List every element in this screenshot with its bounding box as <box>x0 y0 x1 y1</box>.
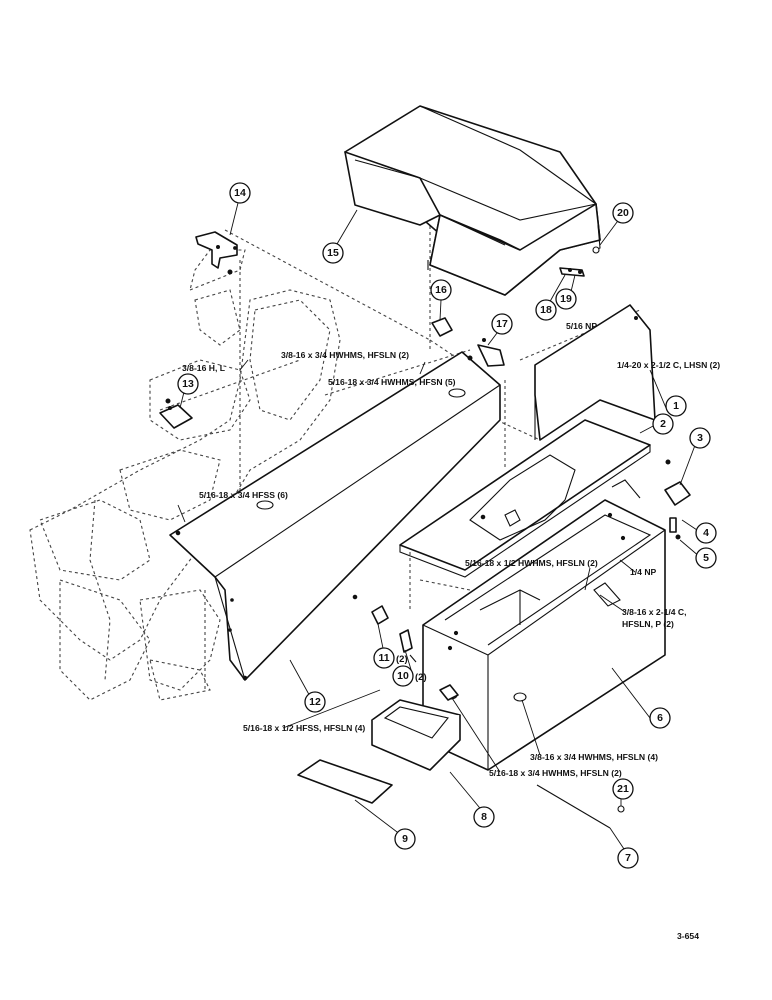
tray-plate-2 <box>399 419 651 578</box>
rod-7 <box>536 784 625 829</box>
callout-4: 4 <box>695 522 717 544</box>
side-panel-1 <box>534 304 656 441</box>
note-5-16-18-hwhms-5: 5/16-18 x 3/4 HWHMS, HFSN (5) <box>328 377 456 387</box>
spacers-10-11 <box>352 594 417 663</box>
note-1-4-np: 1/4 NP <box>630 567 657 577</box>
callout-14: 14 <box>229 182 251 204</box>
callout-9: 9 <box>394 828 416 850</box>
callout-12: 12 <box>304 691 326 713</box>
svg-text:5: 5 <box>703 552 709 564</box>
plate-13 <box>159 398 193 429</box>
svg-text:8: 8 <box>481 811 487 823</box>
svg-text:17: 17 <box>496 318 508 330</box>
note-3-8-16-c-line1: 3/8-16 x 2-1/4 C, <box>622 607 687 617</box>
svg-text:16: 16 <box>435 284 447 296</box>
callout-18: 18 <box>535 299 557 321</box>
svg-text:11: 11 <box>378 652 389 664</box>
callout-17: 17 <box>491 313 513 335</box>
callout-13: 13 <box>177 373 199 395</box>
note-3-8-16-hl: 3/8-16 H, L <box>182 363 225 373</box>
callout-15: 15 <box>322 242 344 264</box>
callout-8: 8 <box>473 806 495 828</box>
note-5-16-18-half-hwhms: 5/16-18 x 1/2 HWHMS, HFSLN (2) <box>465 558 598 568</box>
callout-11: 11 (2) <box>373 647 408 669</box>
callout-3: 3 <box>689 427 711 449</box>
svg-text:2: 2 <box>660 418 666 430</box>
note-5-16-18-hfss-4: 5/16-18 x 1/2 HFSS, HFSLN (4) <box>243 723 365 733</box>
hardware-18-19-20 <box>233 246 600 277</box>
svg-text:19: 19 <box>560 293 572 305</box>
note-1-4-20-bolt: 1/4-20 x 2-1/2 C, LHSN (2) <box>617 360 720 370</box>
svg-text:12: 12 <box>309 696 321 708</box>
svg-text:18: 18 <box>540 304 552 316</box>
svg-text:15: 15 <box>327 247 339 259</box>
callout-1: 1 <box>665 395 687 417</box>
callout-10: 10 (2) <box>392 665 427 687</box>
note-3-8-16-hwhms: 3/8-16 x 3/4 HWHMS, HFSLN (2) <box>281 350 409 360</box>
hardware-16-17 <box>431 317 505 367</box>
callout-11-qty: (2) <box>396 654 408 665</box>
bracket-14 <box>195 231 238 275</box>
note-3-8-16-hwhms-4: 3/8-16 x 3/4 HWHMS, HFSLN (4) <box>530 752 658 762</box>
mat-9 <box>297 759 393 804</box>
note-5-16-18-hfss-6: 5/16-18 x 3/4 HFSS (6) <box>199 490 288 500</box>
note-5-16-18-hwhms-2: 5/16-18 x 3/4 HWHMS, HFSLN (2) <box>489 768 622 778</box>
callout-20: 20 <box>612 202 634 224</box>
svg-text:20: 20 <box>617 207 629 219</box>
svg-text:9: 9 <box>402 833 408 845</box>
svg-text:7: 7 <box>625 852 631 864</box>
callout-16: 16 <box>430 279 452 301</box>
tray-8 <box>371 684 461 771</box>
callout-7: 7 <box>617 847 639 869</box>
svg-text:1: 1 <box>673 400 679 412</box>
svg-text:21: 21 <box>617 783 629 795</box>
callout-19: 19 <box>555 288 577 310</box>
callout-2: 2 <box>652 413 674 435</box>
hold-down-hardware-3-4-5 <box>593 459 691 607</box>
figure-code: 3-654 <box>677 931 699 941</box>
callout-5: 5 <box>695 547 717 569</box>
svg-text:13: 13 <box>182 378 194 390</box>
front-panel-12 <box>169 351 501 681</box>
callout-21: 21 <box>612 778 634 800</box>
note-3-8-16-c-line2: HFSLN, P (2) <box>622 619 674 629</box>
callout-10-qty: (2) <box>415 672 427 683</box>
note-5-16-np: 5/16 NP <box>566 321 597 331</box>
callout-6: 6 <box>649 707 671 729</box>
svg-text:4: 4 <box>703 527 709 539</box>
svg-text:14: 14 <box>234 187 246 199</box>
svg-text:10: 10 <box>397 670 409 682</box>
top-cowl-cover <box>344 105 601 296</box>
svg-text:3: 3 <box>697 432 703 444</box>
svg-text:6: 6 <box>657 712 663 724</box>
